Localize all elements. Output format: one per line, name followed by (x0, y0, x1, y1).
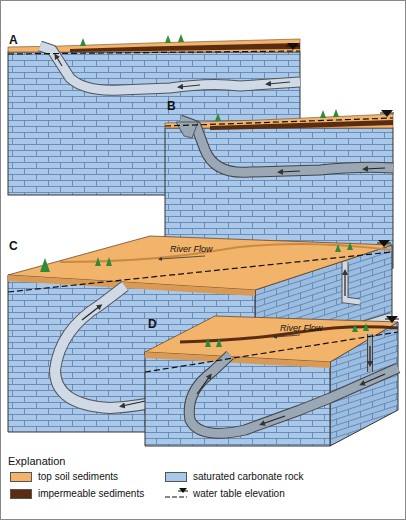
legend-text: saturated carbonate rock (193, 470, 304, 484)
river-flow-label: River Flow (280, 322, 323, 335)
legend-swatch (10, 472, 32, 482)
water-table-symbol (165, 487, 189, 501)
river-flow-label: River Flow (170, 243, 213, 256)
panel-letter: B (167, 100, 176, 113)
legend-text: water table elevation (193, 487, 285, 501)
legend-swatch (165, 472, 187, 482)
dashed-line (165, 496, 187, 497)
legend-text: impermeable sediments (38, 487, 144, 501)
panel-letter: C (9, 240, 18, 253)
legend-heading: Explanation (8, 455, 66, 468)
panel-d-block (145, 316, 399, 446)
legend-text: top soil sediments (38, 470, 118, 484)
panel-letter: D (148, 318, 157, 331)
water-table-triangle (179, 488, 187, 493)
water-table-bar (178, 491, 188, 492)
legend-swatch (10, 489, 32, 499)
panel-letter: A (9, 34, 18, 47)
